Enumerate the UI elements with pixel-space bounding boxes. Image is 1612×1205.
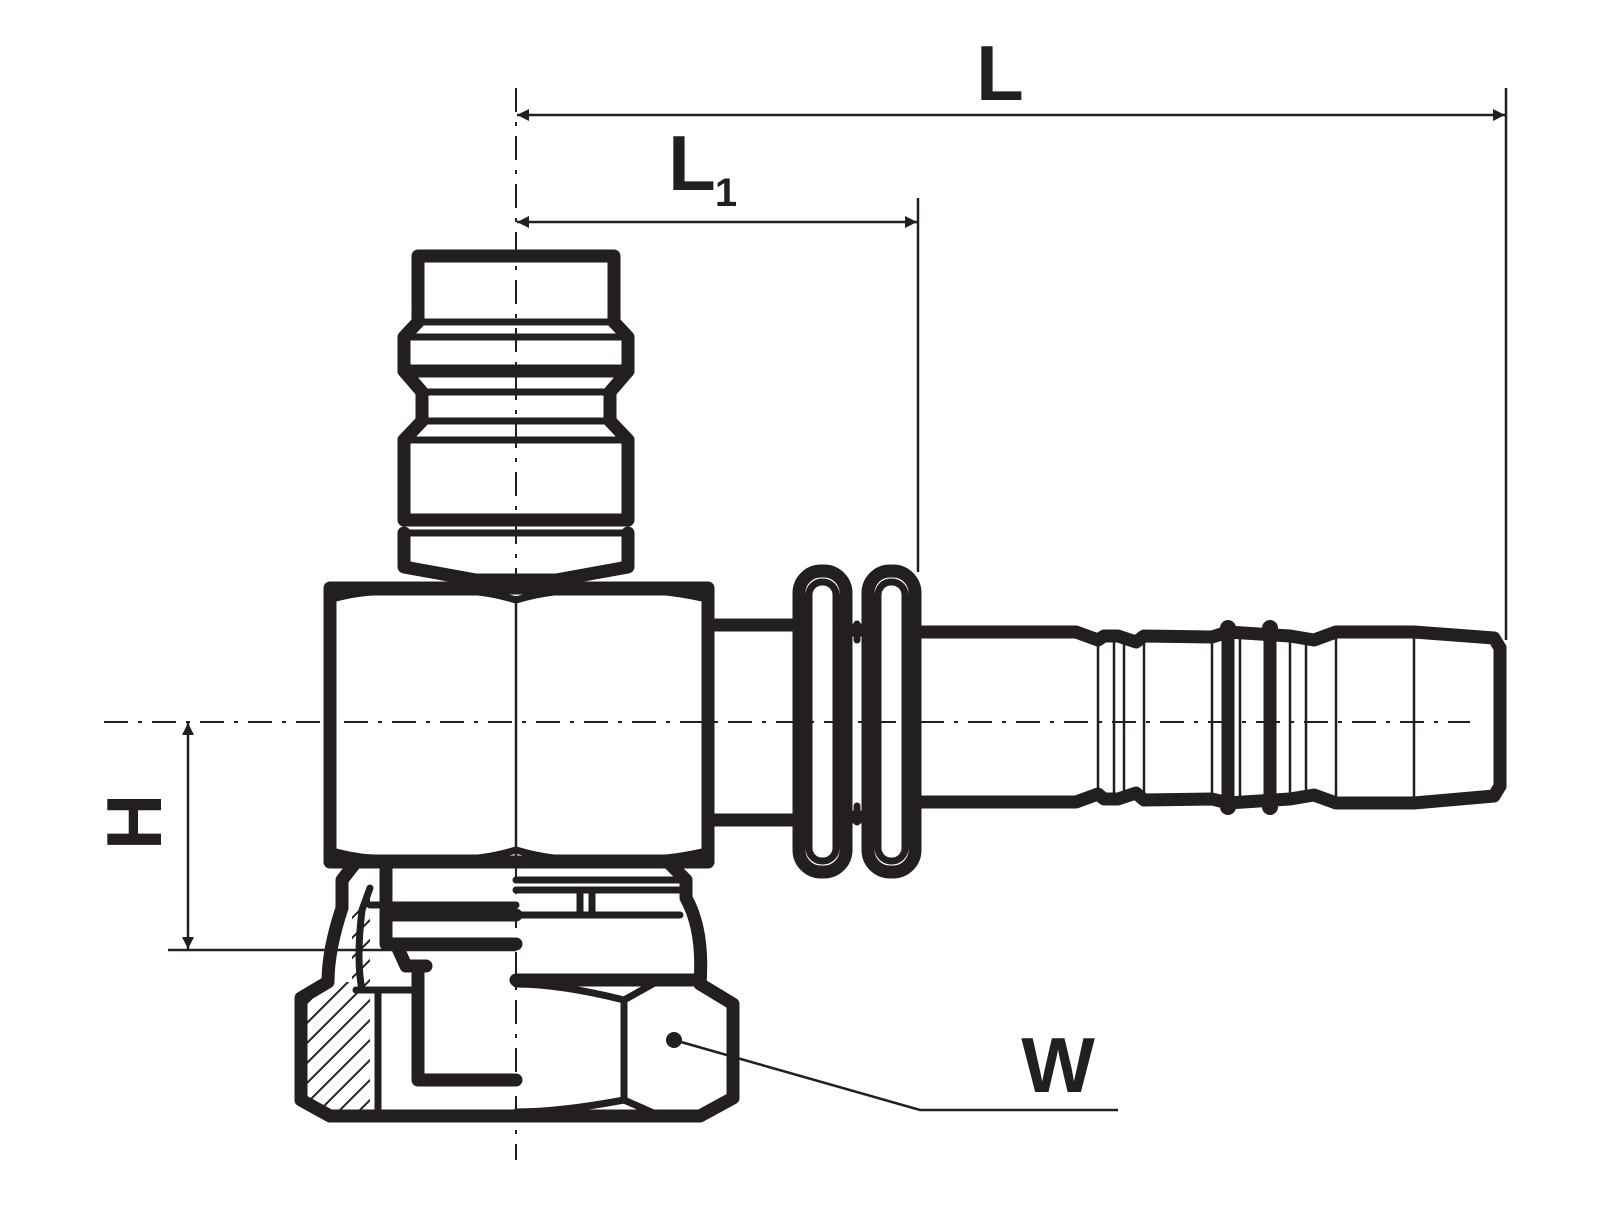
label-w: W: [1021, 1021, 1095, 1109]
nut-outline: [294, 855, 740, 1123]
stud-neck: [397, 364, 635, 447]
stud-base: [397, 526, 635, 587]
swivel-nut: [294, 855, 740, 1123]
hex-body: [323, 581, 715, 869]
nut-hex-face: [512, 980, 628, 1116]
stud-thread-body: [397, 433, 635, 527]
hose-tail-top: [908, 625, 1507, 655]
label-l: L: [976, 29, 1024, 117]
flange-1-inner: [805, 578, 840, 865]
nut-bore-bottom: [411, 963, 523, 1087]
stud-top-band: [411, 249, 621, 329]
flange-1: [792, 564, 853, 879]
hose-ring-2-bottom-dot: [1262, 799, 1278, 815]
hose-tail: [908, 620, 1507, 815]
male-stud: [397, 249, 635, 587]
dimension-l: L: [517, 29, 1508, 640]
flange-2: [861, 564, 922, 879]
label-l1: L: [668, 119, 716, 207]
hose-ring-1-top-dot: [1220, 620, 1236, 636]
dimension-l1: L 1: [517, 119, 920, 572]
hose-ring-2-top-dot: [1262, 620, 1278, 636]
hose-barb-lines: [1096, 632, 1416, 803]
outlet-arm: [701, 564, 922, 879]
hose-tail-bottom: [908, 779, 1507, 810]
w-leader-line: [673, 1038, 1118, 1112]
hose-ring-1-bottom-dot: [1220, 799, 1236, 815]
nut-hex-face-right: [620, 976, 664, 1120]
hex-body-outline: [323, 581, 715, 869]
label-l1-subscript: 1: [715, 171, 737, 215]
nut-o-ring-seat: [355, 884, 374, 994]
flange-2-inner: [874, 578, 909, 865]
dimension-w: W: [666, 1021, 1118, 1112]
label-h: H: [90, 794, 178, 850]
